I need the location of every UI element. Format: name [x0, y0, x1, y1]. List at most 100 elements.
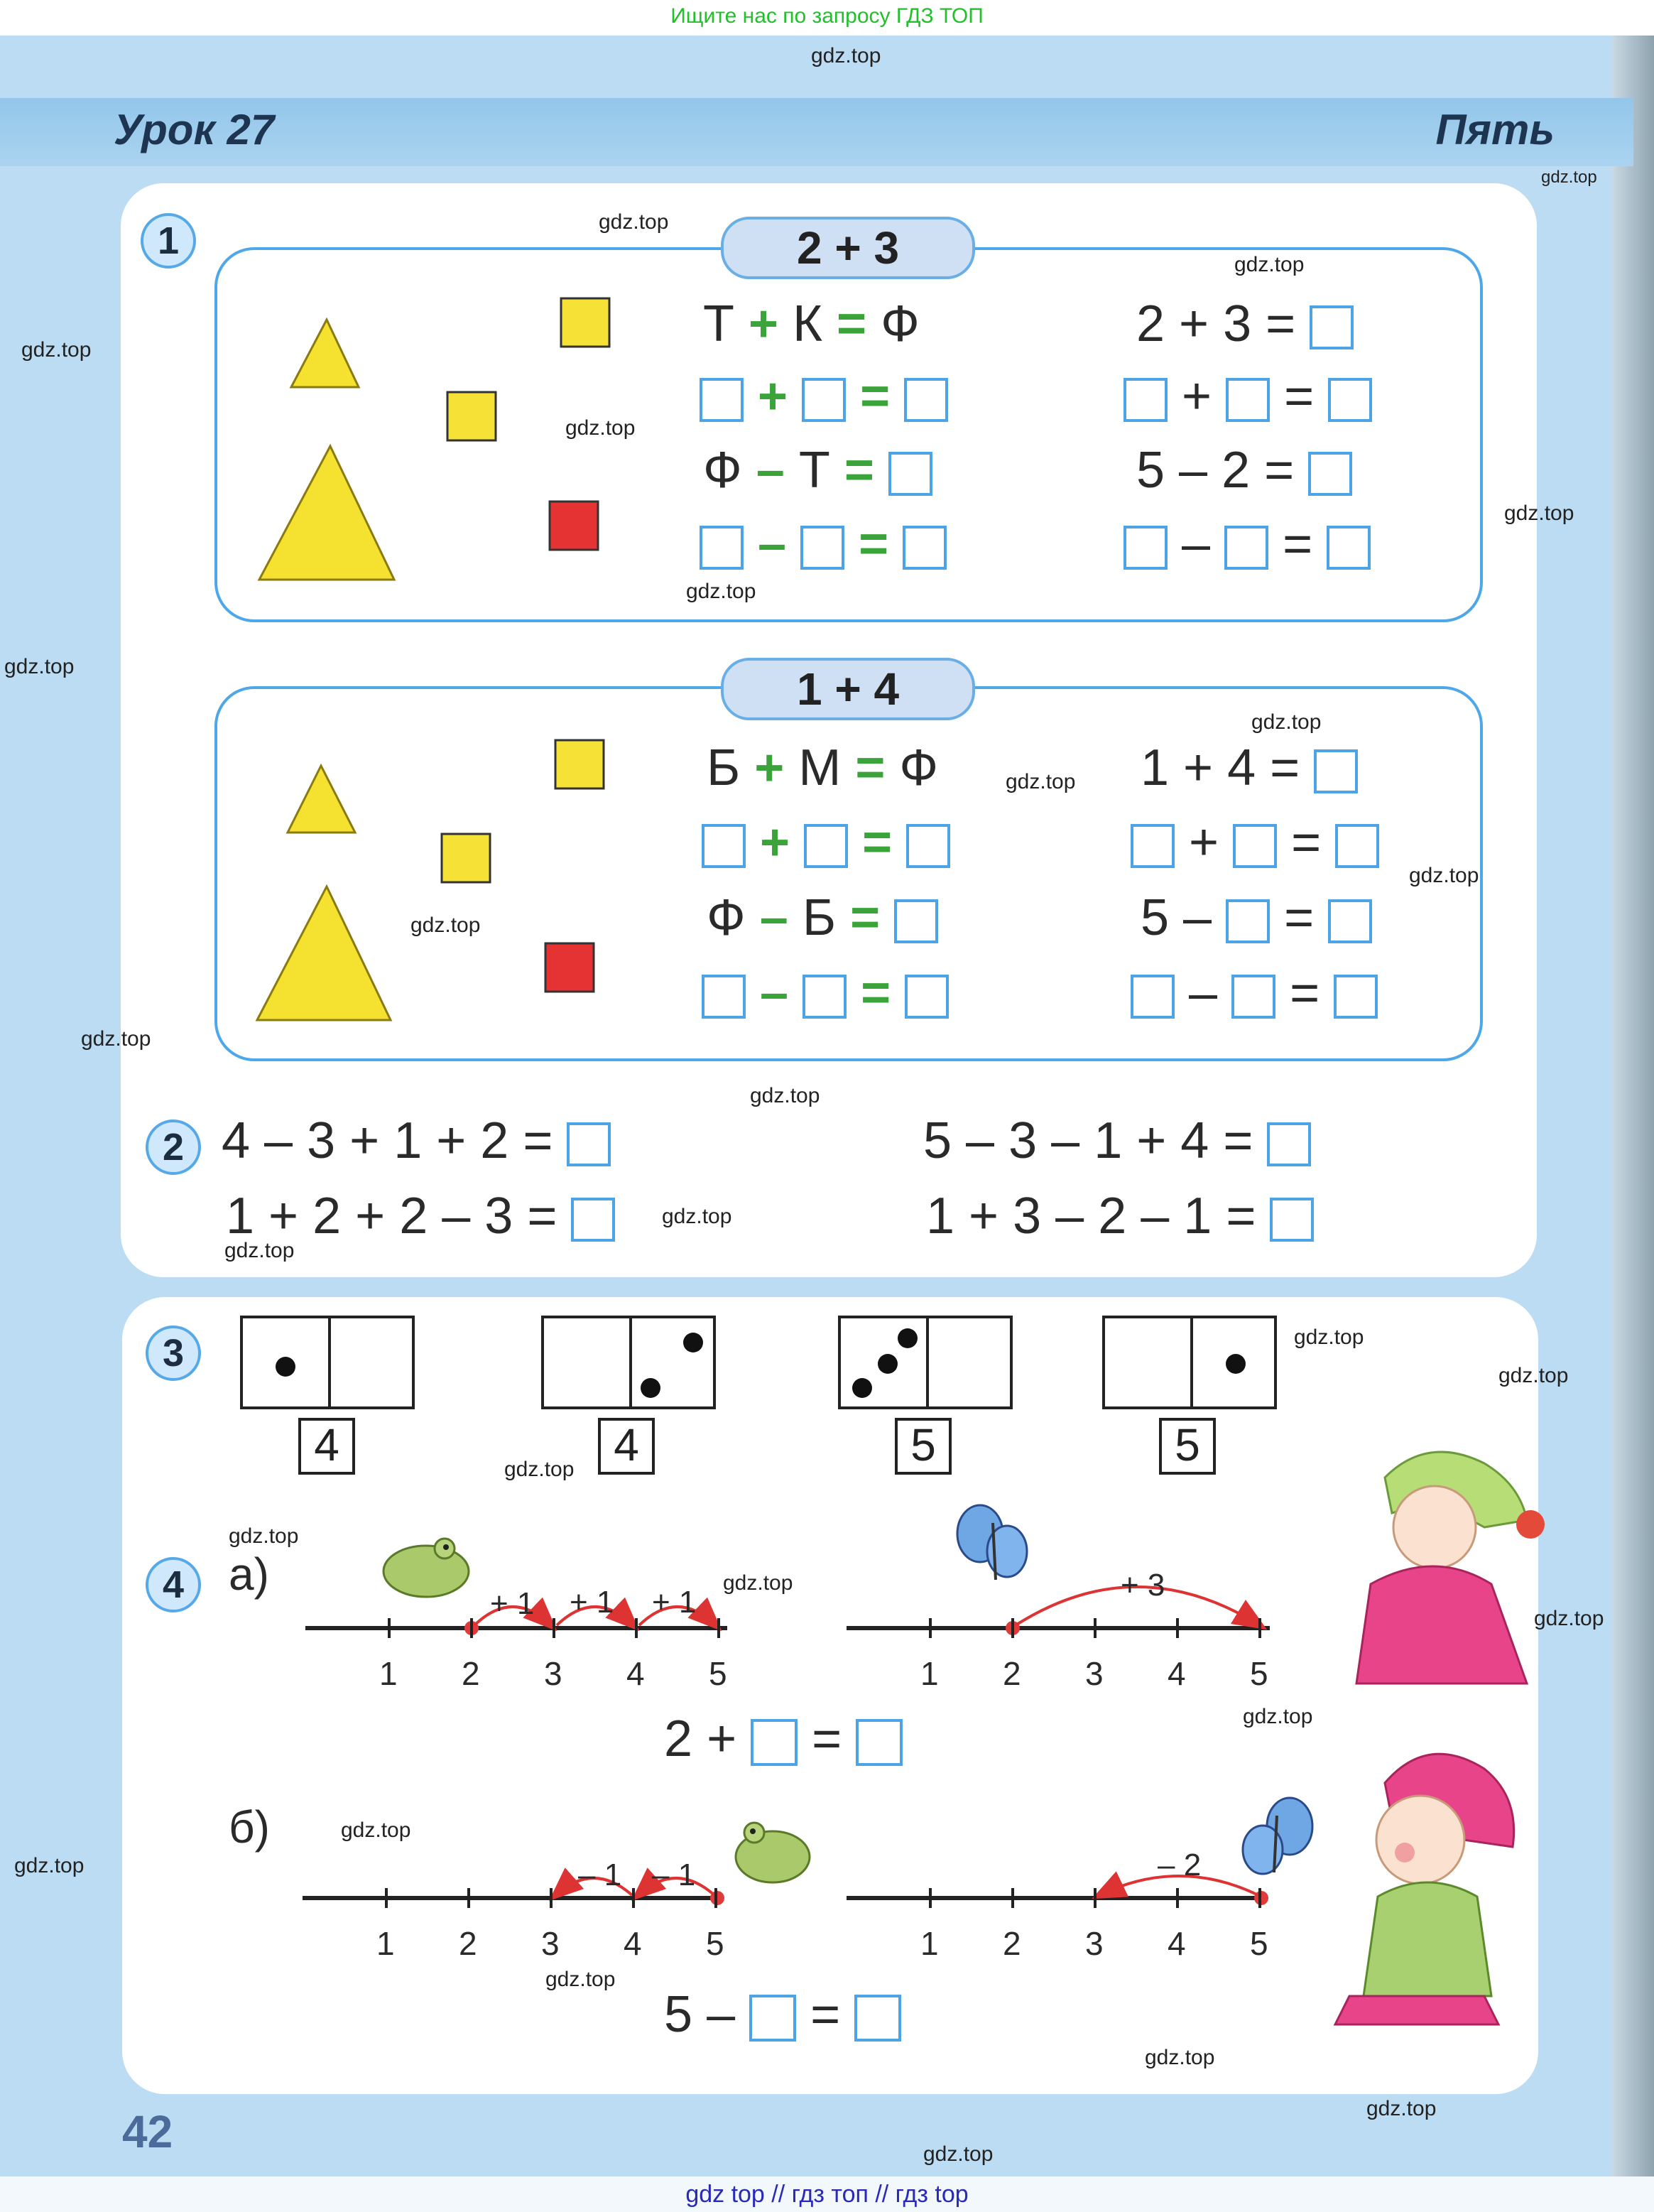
answer-box[interactable]: [1310, 305, 1354, 349]
tick-label: 1: [376, 1925, 395, 1962]
domino-1: [240, 1316, 415, 1409]
hop-label: – 1: [652, 1858, 696, 1892]
domino-dot: [641, 1378, 660, 1398]
answer-box[interactable]: [1335, 823, 1380, 868]
answer-box[interactable]: [854, 1994, 902, 2042]
watermark: gdz.top: [1145, 2046, 1215, 2069]
answer-box[interactable]: [1226, 377, 1271, 422]
tick-label: 1: [920, 1655, 939, 1692]
answer-box[interactable]: [1233, 823, 1278, 868]
task2-expression-4: 1 + 3 – 2 – 1 =: [926, 1191, 1315, 1242]
yellow-square: [554, 739, 605, 790]
answer-box[interactable]: [1226, 899, 1271, 943]
answer-box[interactable]: [1328, 899, 1373, 943]
task2-expression-1: 4 – 3 + 1 + 2 =: [222, 1115, 611, 1166]
hop-arc: [549, 1867, 633, 1901]
answer-box[interactable]: [1123, 525, 1168, 570]
watermark: gdz.top: [1366, 2097, 1437, 2120]
answer-box[interactable]: [800, 525, 845, 570]
task1-shapes-a: [257, 297, 611, 581]
tick-label: 2: [1003, 1655, 1021, 1692]
answer-box[interactable]: [856, 1718, 903, 1766]
domino-divider: [1190, 1318, 1193, 1406]
header-band: [0, 98, 1633, 166]
watermark: gdz.top: [229, 1524, 299, 1548]
task1b-number-row2: + =: [1131, 817, 1380, 868]
answer-box[interactable]: [1314, 749, 1359, 793]
task1a-letter-row4: – =: [700, 519, 947, 570]
topic-title: Пять: [1435, 106, 1555, 153]
answer-box[interactable]: [804, 823, 849, 868]
red-square: [544, 942, 595, 993]
answer-box[interactable]: [905, 974, 950, 1019]
watermark: gdz.top: [599, 210, 669, 234]
tick-label: 1: [379, 1655, 398, 1692]
task4b-equation: 5 – =: [664, 1989, 902, 2042]
yellow-square: [440, 833, 491, 884]
answer-box[interactable]: [571, 1197, 616, 1242]
domino-dot: [898, 1328, 918, 1348]
red-square: [548, 500, 599, 551]
watermark: gdz.top: [4, 655, 75, 678]
frog-illustration: [734, 1821, 811, 1884]
answer-box[interactable]: [1328, 377, 1373, 422]
task1a-number-row2: + =: [1123, 371, 1373, 422]
tick-label: 4: [624, 1925, 642, 1962]
domino-sum-2: 4: [598, 1418, 655, 1475]
hop-label: + 3: [1121, 1568, 1165, 1603]
answer-box[interactable]: [751, 1718, 798, 1766]
watermark: gdz.top: [1409, 864, 1479, 887]
answer-box[interactable]: [802, 974, 847, 1019]
answer-box[interactable]: [894, 899, 939, 943]
answer-box[interactable]: [700, 525, 744, 570]
domino-sum-3: 5: [895, 1418, 952, 1475]
watermark: gdz.top: [14, 1854, 85, 1877]
answer-box[interactable]: [1308, 451, 1353, 496]
footer-watermark: gdz top // гдз топ // гдз top: [685, 2181, 969, 2208]
tick-label: 3: [544, 1655, 562, 1692]
answer-box[interactable]: [1270, 1197, 1315, 1242]
answer-box[interactable]: [906, 823, 951, 868]
answer-box[interactable]: [1131, 823, 1175, 868]
panel-tasks-3-4: [122, 1297, 1538, 2094]
domino-dot: [683, 1333, 703, 1352]
answer-box[interactable]: [702, 823, 746, 868]
answer-box[interactable]: [904, 377, 949, 422]
answer-box[interactable]: [1334, 974, 1378, 1019]
answer-box[interactable]: [802, 377, 847, 422]
butterfly-illustration: [1241, 1796, 1314, 1875]
answer-box[interactable]: [888, 451, 932, 496]
answer-box[interactable]: [702, 974, 746, 1019]
top-banner: Ищите нас по запросу ГДЗ ТОП: [0, 0, 1654, 36]
answer-box[interactable]: [1267, 1122, 1312, 1166]
tick-label: 5: [706, 1925, 724, 1962]
domino-dot: [878, 1354, 898, 1374]
answer-box[interactable]: [749, 1994, 797, 2042]
answer-box[interactable]: [1224, 525, 1269, 570]
watermark: gdz.top: [1294, 1325, 1364, 1349]
answer-box[interactable]: [1231, 974, 1276, 1019]
tick-label: 3: [1085, 1655, 1104, 1692]
watermark: gdz.top: [1504, 502, 1574, 525]
frog-illustration: [382, 1537, 470, 1598]
answer-box[interactable]: [567, 1122, 611, 1166]
answer-box[interactable]: [1131, 974, 1175, 1019]
girl-illustration: [1333, 1752, 1516, 2026]
number-line-a-left: [305, 1597, 727, 1635]
answer-box[interactable]: [1123, 377, 1168, 422]
watermark: gdz.top: [1251, 710, 1322, 734]
answer-box[interactable]: [700, 377, 744, 422]
task-number-2: 2: [146, 1119, 201, 1175]
answer-box[interactable]: [903, 525, 947, 570]
panel-tasks-1-2: [121, 183, 1537, 1277]
small-triangle: [289, 317, 361, 389]
tick-label: 4: [1168, 1655, 1186, 1692]
tick-label: 4: [1168, 1925, 1186, 1962]
watermark: gdz.top: [1541, 168, 1597, 187]
watermark: gdz.top: [504, 1458, 575, 1481]
domino-divider: [926, 1318, 929, 1406]
watermark: gdz.top: [21, 338, 92, 362]
watermark: gdz.top: [686, 580, 756, 603]
tick-label: 3: [1085, 1925, 1104, 1962]
answer-box[interactable]: [1327, 525, 1371, 570]
